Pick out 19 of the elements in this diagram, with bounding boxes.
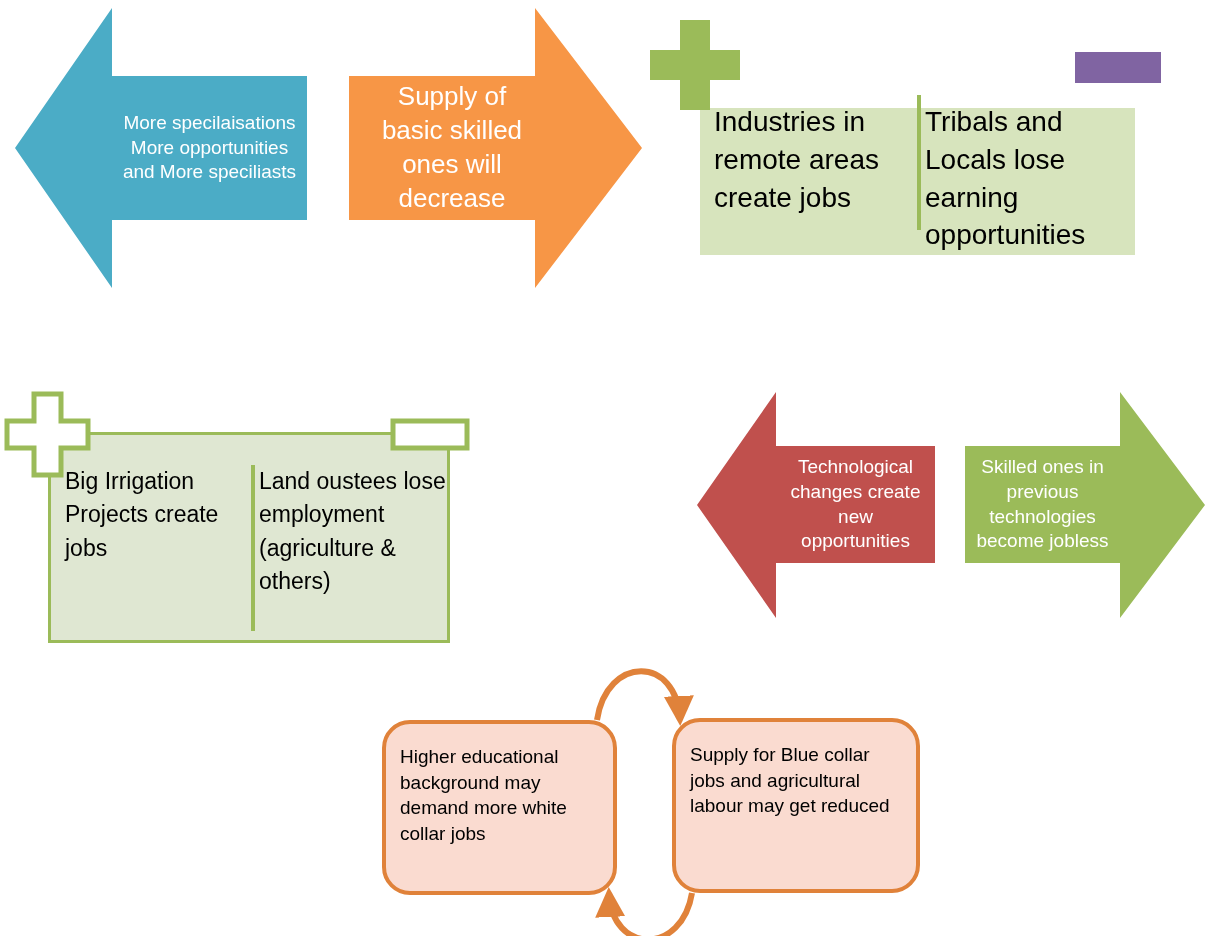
arrow-text: Supply of basic skilled ones will decrease <box>380 80 524 215</box>
panel-text: Big Irrigation Projects create jobs <box>65 467 220 563</box>
curved-arrow <box>597 887 695 936</box>
arrow-text: Skilled ones in previous technologies become jobless <box>975 455 1110 554</box>
panel-text: Industries in remote areas create jobs <box>714 105 880 215</box>
text-box <box>48 432 450 643</box>
arrow-text: Technological changes create new opportunities <box>789 455 922 554</box>
box-text: Supply for Blue collar jobs and agricultural labour may get reduced <box>690 743 891 819</box>
right-arrow-shape <box>965 392 1205 618</box>
box-text: Higher educational background may demand more white collar jobs <box>400 745 568 846</box>
panel-text: Land oustees lose employment (agriculture & others) <box>259 467 447 597</box>
left-arrow-shape <box>15 8 307 288</box>
rounded-box <box>672 718 920 893</box>
arrow-text: More specilaisations More opportunities and More speciliasts <box>121 110 298 185</box>
panel-text: Tribals and Locals lose earning opportunities <box>925 105 1087 253</box>
rounded-box <box>382 720 617 895</box>
left-arrow-shape <box>697 392 935 618</box>
right-arrow-shape <box>349 8 642 288</box>
curved-arrow <box>594 668 692 726</box>
